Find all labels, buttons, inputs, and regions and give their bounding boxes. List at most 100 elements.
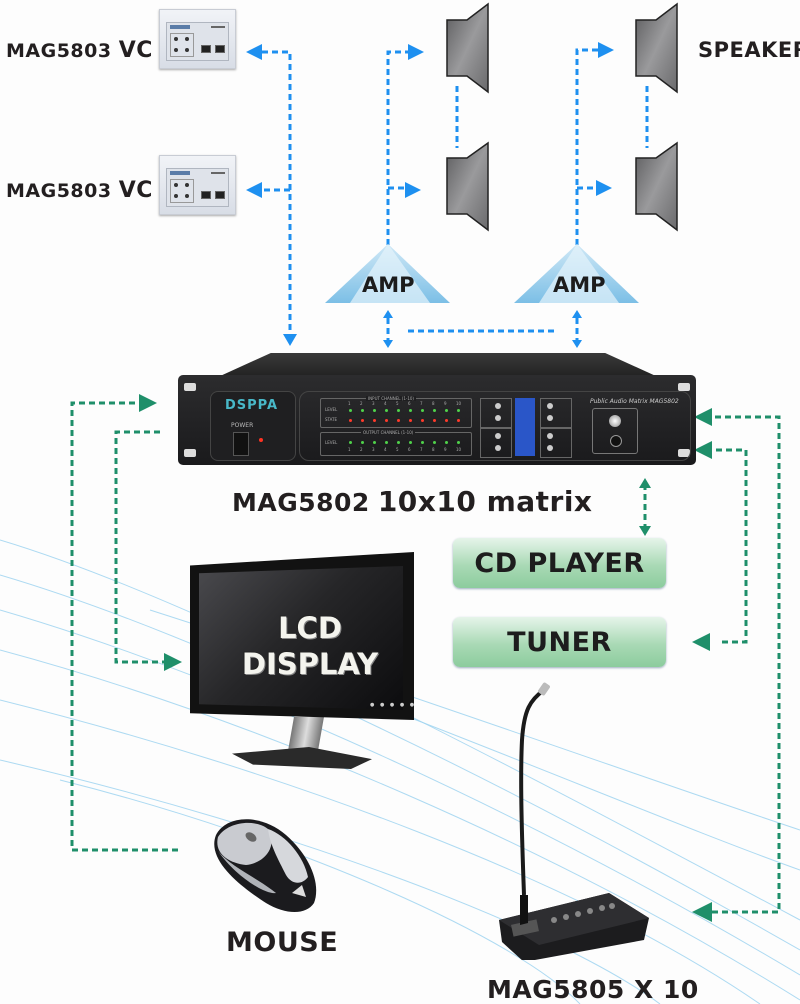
amplifiers [325, 244, 639, 303]
output-channel-number: 6 [408, 447, 411, 452]
arrow-to-matrix-from-tuner [694, 441, 712, 459]
link-tuner-matrix [710, 448, 748, 644]
input-level-led [349, 409, 352, 412]
output-channel-number: 1 [348, 447, 351, 452]
power-switch[interactable] [233, 432, 249, 456]
f2-button[interactable] [547, 445, 553, 451]
tuner-box: TUNER [453, 617, 666, 667]
input-level-led [385, 409, 388, 412]
dsppa-logo: DSPPA [225, 398, 279, 413]
input-state-led [373, 419, 376, 422]
output-channel-number: 5 [396, 447, 399, 452]
output-channel-number: 7 [420, 447, 423, 452]
cd-player-box: CD PLAYER [453, 538, 666, 588]
arrow-to-lcd [164, 653, 182, 671]
input-state-led [457, 419, 460, 422]
power-led [259, 438, 263, 442]
output-level-led [457, 441, 460, 444]
output-level-led [433, 441, 436, 444]
input-state-led [421, 419, 424, 422]
input-level-led [421, 409, 424, 412]
volume-buttons [480, 428, 512, 458]
function-buttons [540, 428, 572, 458]
output-channel-number: 9 [444, 447, 447, 452]
arrow-amp-left-bidir [383, 310, 393, 348]
source-up-button[interactable] [495, 403, 501, 409]
input-level-led [361, 409, 364, 412]
speaker-left-top-icon [446, 2, 489, 94]
mouse-icon [214, 819, 317, 912]
speakers [446, 2, 678, 232]
input-title: INPUT CHANNEL (1-10) [366, 396, 416, 401]
matrix-desc: 10x10 matrix [377, 485, 593, 518]
monitor-buttons: ● ● ● ● ● [370, 702, 417, 708]
lcd-text: LCD DISPLAY [210, 610, 410, 682]
lcd-monitor: LCD DISPLAY ● ● ● ● ● [190, 552, 418, 782]
volume-controller-bottom [159, 155, 236, 215]
output-level-led [421, 441, 424, 444]
input-channel-number: 4 [384, 401, 387, 406]
output-level-led [361, 441, 364, 444]
input-state-label: STATE [325, 417, 338, 422]
volume-knob[interactable] [609, 415, 621, 427]
speaker-right-bottom-icon [635, 141, 678, 232]
lcd-line2: DISPLAY [241, 647, 379, 681]
f1-button[interactable] [547, 433, 553, 439]
link-matrix-vc-top [258, 50, 292, 340]
arrow-to-speaker-lb [405, 182, 421, 198]
output-channel-number: 2 [360, 447, 363, 452]
select-down-button[interactable] [547, 415, 553, 421]
link-amp-right-speaker-top [575, 48, 600, 245]
output-level-led [385, 441, 388, 444]
speaker-right-top-icon [635, 2, 678, 94]
input-channel-number: 2 [360, 401, 363, 406]
output-level-led [397, 441, 400, 444]
paging-microphone-icon [499, 682, 649, 960]
output-level-label: LEVEL [325, 440, 338, 445]
volume-down-button[interactable] [495, 445, 501, 451]
arrow-to-vc-top [246, 44, 262, 60]
output-channel-number: 10 [456, 447, 462, 452]
input-state-led [361, 419, 364, 422]
arrow-to-speaker-lt [408, 44, 424, 60]
mic-label: MAG5805 X 10 [487, 975, 699, 1004]
volume-up-button[interactable] [495, 433, 501, 439]
arrow-to-tuner [692, 633, 710, 651]
link-matrix-lcd [114, 430, 165, 664]
link-amp-left-speaker-top [386, 50, 410, 245]
vc-bottom-suffix: VC [118, 178, 153, 203]
volume-controller-top [159, 9, 236, 69]
input-channel-number: 6 [408, 401, 411, 406]
link-mouse-matrix [70, 401, 178, 852]
vc-top-model: MAG5803 [6, 40, 112, 62]
input-level-led [409, 409, 412, 412]
lcd-status-display [515, 398, 535, 456]
output-level-led [409, 441, 412, 444]
amp-right-icon [514, 244, 639, 303]
input-state-led [409, 419, 412, 422]
input-state-led [349, 419, 352, 422]
speaker-left-bottom-icon [446, 141, 489, 232]
arrow-to-speaker-rb [596, 180, 612, 196]
select-up-button[interactable] [547, 403, 553, 409]
mouse-label: MOUSE [226, 927, 339, 958]
vc-bottom-model: MAG5803 [6, 180, 112, 202]
input-level-led [373, 409, 376, 412]
input-channel-number: 8 [432, 401, 435, 406]
vc-bottom-label: MAG5803 VC [6, 178, 153, 203]
arrow-to-matrix [283, 334, 297, 346]
output-level-led [445, 441, 448, 444]
input-level-led [433, 409, 436, 412]
input-level-led [457, 409, 460, 412]
source-down-button[interactable] [495, 415, 501, 421]
arrow-to-mic [692, 902, 712, 922]
input-channel-number: 1 [348, 401, 351, 406]
matrix-model: MAG5802 [232, 488, 370, 517]
input-channel-number: 5 [396, 401, 399, 406]
